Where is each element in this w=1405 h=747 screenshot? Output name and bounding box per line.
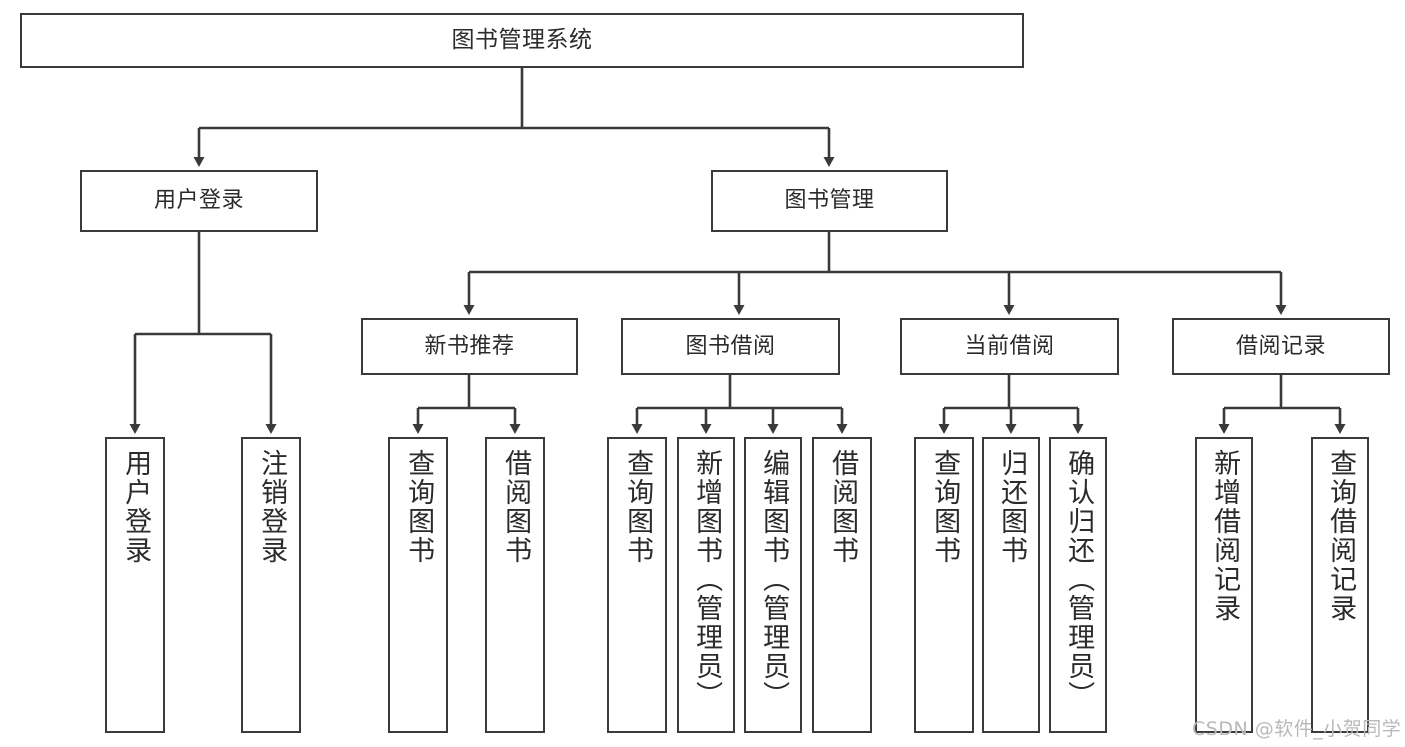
node-label: 新书推荐: [424, 333, 515, 359]
leaf-return-book[interactable]: 归还图书: [982, 437, 1040, 733]
node-label: 借阅图书: [500, 449, 532, 565]
node-label: 注销登录: [256, 449, 288, 565]
leaf-add-borrow-record[interactable]: 新增借阅记录: [1195, 437, 1253, 733]
node-user-login[interactable]: 用户登录: [80, 170, 318, 232]
node-label: 新增借阅记录: [1209, 449, 1241, 623]
leaf-query-borrow-record[interactable]: 查询借阅记录: [1311, 437, 1369, 733]
node-label: 借阅图书: [827, 449, 859, 565]
leaf-borrow-books[interactable]: 借阅图书: [812, 437, 872, 733]
node-label: 图书借阅: [685, 333, 776, 359]
node-label: 查询图书: [403, 449, 435, 565]
node-root-book-management-system[interactable]: 图书管理系统: [20, 13, 1024, 68]
node-label: 查询图书: [929, 449, 961, 565]
node-label: 归还图书: [996, 449, 1028, 565]
leaf-logout[interactable]: 注销登录: [241, 437, 301, 733]
node-label: 新增图书（管理员）: [691, 449, 723, 710]
leaf-user-login[interactable]: 用户登录: [105, 437, 165, 733]
node-label: 用户登录: [153, 188, 244, 214]
node-label: 编辑图书（管理员）: [758, 449, 790, 710]
leaf-query-books-new[interactable]: 查询图书: [388, 437, 448, 733]
node-current-borrowing[interactable]: 当前借阅: [900, 318, 1119, 375]
node-borrowing-records[interactable]: 借阅记录: [1172, 318, 1390, 375]
node-label: 借阅记录: [1235, 333, 1326, 359]
csdn-watermark: CSDN @软件_小贺同学: [1192, 718, 1402, 740]
node-label: 图书管理系统: [451, 26, 593, 53]
leaf-edit-book-admin[interactable]: 编辑图书（管理员）: [744, 437, 802, 733]
leaf-query-books-borrow[interactable]: 查询图书: [607, 437, 667, 733]
leaf-add-book-admin[interactable]: 新增图书（管理员）: [677, 437, 735, 733]
node-label: 确认归还（管理员）: [1063, 449, 1095, 710]
node-book-borrowing[interactable]: 图书借阅: [621, 318, 840, 375]
node-label: 查询借阅记录: [1325, 449, 1357, 623]
node-label: 用户登录: [120, 449, 152, 565]
node-book-management[interactable]: 图书管理: [711, 170, 948, 232]
node-new-book-recommendation[interactable]: 新书推荐: [361, 318, 578, 375]
leaf-query-books-current[interactable]: 查询图书: [914, 437, 974, 733]
leaf-confirm-return-admin[interactable]: 确认归还（管理员）: [1049, 437, 1107, 733]
node-label: 当前借阅: [964, 333, 1055, 359]
leaf-borrow-books-new[interactable]: 借阅图书: [485, 437, 545, 733]
node-label: 图书管理: [784, 188, 875, 214]
node-label: 查询图书: [622, 449, 654, 565]
